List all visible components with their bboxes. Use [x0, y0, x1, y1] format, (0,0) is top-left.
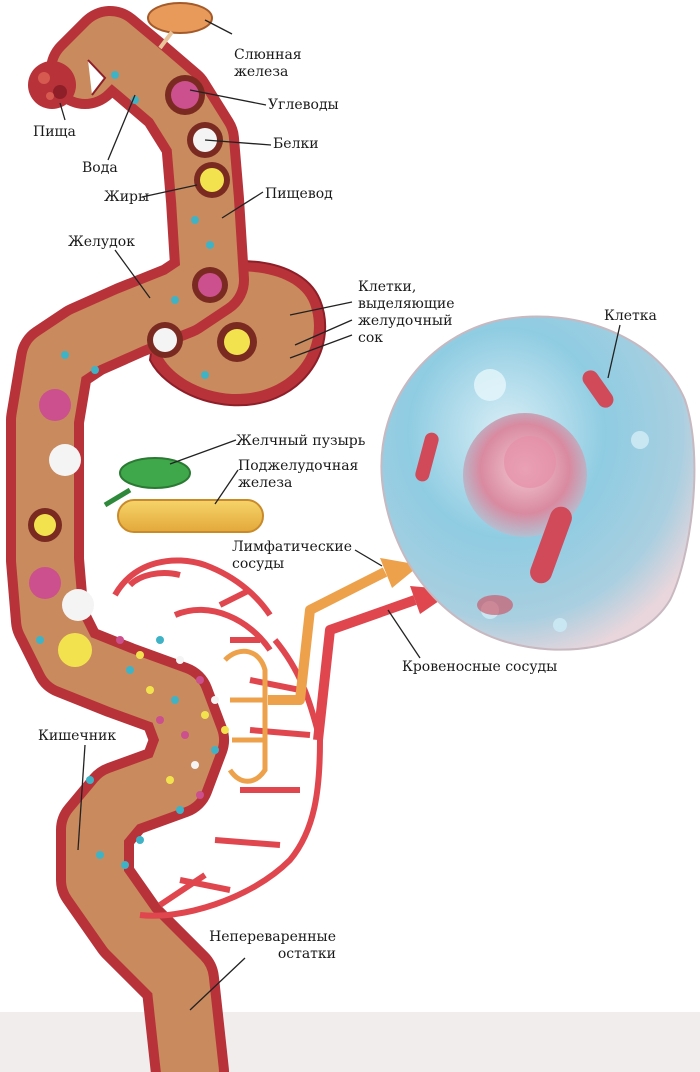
leader-lines [59, 19, 621, 1011]
pancreas [117, 499, 264, 533]
absorbed-particles [116, 636, 229, 814]
label-water: Вода [82, 160, 118, 176]
label-fats: Жиры [104, 189, 150, 205]
label-esophagus: Пищевод [265, 186, 333, 202]
bile-duct [103, 487, 132, 508]
food [28, 61, 76, 109]
label-carbohydrates: Углеводы [268, 97, 339, 113]
salivary-gland [147, 2, 213, 34]
label-proteins: Белки [273, 136, 319, 152]
mitochondrion [530, 506, 572, 584]
nutrient-particles [28, 71, 257, 869]
lymph-vessel-network [223, 648, 268, 784]
label-food: Пища [33, 124, 76, 140]
label-undigested: Непереваренные остатки [209, 929, 336, 962]
blood-vessel-network [112, 557, 323, 919]
gallbladder [119, 457, 191, 489]
label-intestine: Кишечник [38, 728, 117, 744]
label-stomach: Желудок [68, 234, 135, 250]
label-gallbladder: Желчный пузырь [236, 433, 366, 449]
label-cell: Клетка [604, 308, 657, 324]
bottom-band [0, 1012, 700, 1072]
label-blood-vessels: Кровеносные сосуды [402, 659, 558, 675]
salivary-duct [158, 30, 174, 50]
label-gastric-cells: Клетки, выделяющие желудочный сок [358, 279, 455, 346]
blood-arrow [313, 595, 417, 741]
label-lymph-vessels: Лимфатические сосуды [232, 539, 353, 572]
lymph-arrow [268, 567, 388, 705]
mouth-notch [87, 59, 107, 96]
label-pancreas: Поджелудочная железа [238, 458, 359, 491]
label-salivary-gland: Слюнная железа [234, 47, 302, 80]
